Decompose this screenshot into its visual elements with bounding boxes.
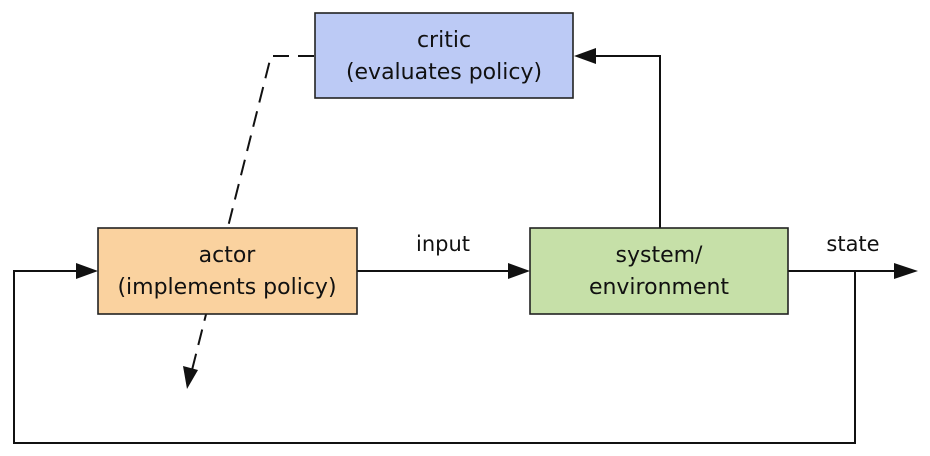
critic-node: critic (evaluates policy) <box>314 12 574 99</box>
feedback-arrowhead <box>76 263 98 279</box>
feedback-loop-edge <box>13 270 856 444</box>
critic-arrowhead <box>574 48 596 64</box>
system-title: system/ <box>616 243 704 268</box>
system-to-critic-edge <box>592 55 661 228</box>
critic-box <box>314 12 574 99</box>
input-label: input <box>416 232 470 256</box>
actor-title: actor <box>199 243 257 268</box>
critic-title: critic <box>417 28 471 53</box>
system-node: system/ environment <box>529 227 789 315</box>
actor-box <box>97 227 358 315</box>
dashed-arrowhead <box>183 366 198 389</box>
actor-subtitle: (implements policy) <box>117 275 336 300</box>
critic-signal-dashed-edge <box>190 55 314 375</box>
system-box <box>529 227 789 315</box>
state-label: state <box>826 232 879 256</box>
system-subtitle: environment <box>589 275 729 300</box>
input-arrowhead <box>508 263 530 279</box>
critic-subtitle: (evaluates policy) <box>346 60 542 85</box>
actor-node: actor (implements policy) <box>97 227 358 315</box>
state-arrowhead <box>894 263 918 279</box>
